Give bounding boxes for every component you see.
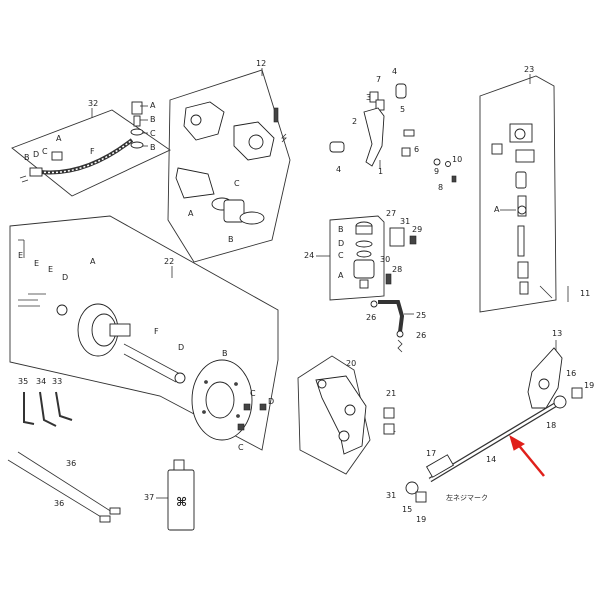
callout-26: 26 bbox=[366, 313, 376, 322]
callout-4: 4 bbox=[392, 67, 397, 76]
letter-d: D bbox=[338, 239, 344, 248]
callout-22: 22 bbox=[164, 257, 174, 266]
letter-c: C bbox=[42, 147, 48, 156]
callout-27: 27 bbox=[386, 209, 396, 218]
callout-28: 28 bbox=[392, 265, 402, 274]
left-thread-mark-label: 左ネジマーク bbox=[446, 493, 488, 502]
callout-5: 5 bbox=[400, 105, 405, 114]
callout-6: 6 bbox=[414, 145, 419, 154]
letter-b: B bbox=[150, 143, 156, 152]
group-25-31: 27 31 29 30 28 25 26 26 bbox=[366, 209, 426, 353]
callout-24: 24 bbox=[304, 251, 314, 260]
callout-16: 16 bbox=[566, 369, 576, 378]
letter-f: F bbox=[90, 147, 95, 156]
callout-34: 34 bbox=[36, 377, 46, 386]
letter-d: D bbox=[268, 397, 274, 406]
callout-12: 12 bbox=[256, 59, 266, 68]
group-22-hub-disc: 22 E E E D A F D B C D C bbox=[9, 215, 279, 452]
callout-33: 33 bbox=[52, 377, 62, 386]
callout-25: 25 bbox=[416, 311, 426, 320]
letter-a: A bbox=[188, 209, 194, 218]
callout-14: 14 bbox=[486, 455, 496, 464]
group-32-brake-hose: 32 B D C A F A B C B bbox=[11, 99, 171, 197]
callout-26: 26 bbox=[416, 331, 426, 340]
letter-e: E bbox=[18, 251, 23, 260]
letter-a: A bbox=[150, 101, 156, 110]
letter-a: A bbox=[494, 205, 500, 214]
letter-d: D bbox=[178, 343, 184, 352]
group-8-10-fasteners: 9 10 8 bbox=[433, 155, 462, 192]
letter-c: C bbox=[234, 179, 240, 188]
callout-9: 9 bbox=[434, 167, 439, 176]
callout-4: 4 bbox=[336, 165, 341, 174]
callout-31: 31 bbox=[386, 491, 396, 500]
red-pointer-arrow bbox=[509, 434, 545, 477]
group-13-19-rod: 13 16 19 18 17 14 31 15 19 左ネジマーク bbox=[386, 329, 594, 524]
callout-20: 20 bbox=[346, 359, 356, 368]
callout-32: 32 bbox=[88, 99, 98, 108]
callout-35: 35 bbox=[18, 377, 28, 386]
letter-b: B bbox=[24, 153, 30, 162]
letter-a: A bbox=[56, 134, 62, 143]
letter-d: D bbox=[62, 273, 68, 282]
callout-29: 29 bbox=[412, 225, 422, 234]
callout-21: 21 bbox=[386, 389, 396, 398]
callout-23: 23 bbox=[524, 65, 534, 74]
group-23-master-cylinder: 23 A bbox=[479, 65, 557, 313]
group-24-reservoir: 24 B D C A bbox=[304, 215, 385, 301]
letter-c: C bbox=[338, 251, 344, 260]
group-20-bracket: 20 21 21 bbox=[297, 355, 396, 475]
callout-31: 31 bbox=[400, 217, 410, 226]
letter-a: A bbox=[90, 257, 96, 266]
callout-2: 2 bbox=[352, 117, 357, 126]
callout-10: 10 bbox=[452, 155, 462, 164]
callout-30: 30 bbox=[380, 255, 390, 264]
callout-36: 36 bbox=[66, 459, 76, 468]
letter-e: E bbox=[48, 265, 53, 274]
letter-e: E bbox=[34, 259, 39, 268]
callout-8: 8 bbox=[438, 183, 443, 192]
letter-a: A bbox=[338, 271, 344, 280]
letter-b: B bbox=[150, 115, 156, 124]
callout-7: 7 bbox=[376, 75, 381, 84]
callout-11: 11 bbox=[580, 289, 590, 298]
callout-13: 13 bbox=[552, 329, 562, 338]
group-1-7-bracket: 4 7 3 5 2 6 4 1 bbox=[329, 67, 419, 176]
letter-b: B bbox=[228, 235, 234, 244]
callout-19: 19 bbox=[584, 381, 594, 390]
letter-c: C bbox=[238, 443, 244, 452]
callout-1: 1 bbox=[378, 167, 383, 176]
callout-15: 15 bbox=[402, 505, 412, 514]
letter-c: C bbox=[150, 129, 156, 138]
callout-18: 18 bbox=[546, 421, 556, 430]
oil-bottle-mark: ⌘ bbox=[176, 495, 187, 509]
letter-b: B bbox=[338, 225, 344, 234]
letter-c: C bbox=[250, 389, 256, 398]
callout-17: 17 bbox=[426, 449, 436, 458]
callout-19: 19 bbox=[416, 515, 426, 524]
group-12-caliper: 12 A C B bbox=[167, 59, 291, 263]
callout-36: 36 bbox=[54, 499, 64, 508]
letter-b: B bbox=[222, 349, 228, 358]
callout-3: 3 bbox=[366, 93, 371, 102]
callout-37: 37 bbox=[144, 493, 154, 502]
letter-d: D bbox=[33, 150, 39, 159]
group-tools: 35 34 33 36 36 37 ⌘ bbox=[7, 377, 195, 531]
letter-f: F bbox=[154, 327, 159, 336]
